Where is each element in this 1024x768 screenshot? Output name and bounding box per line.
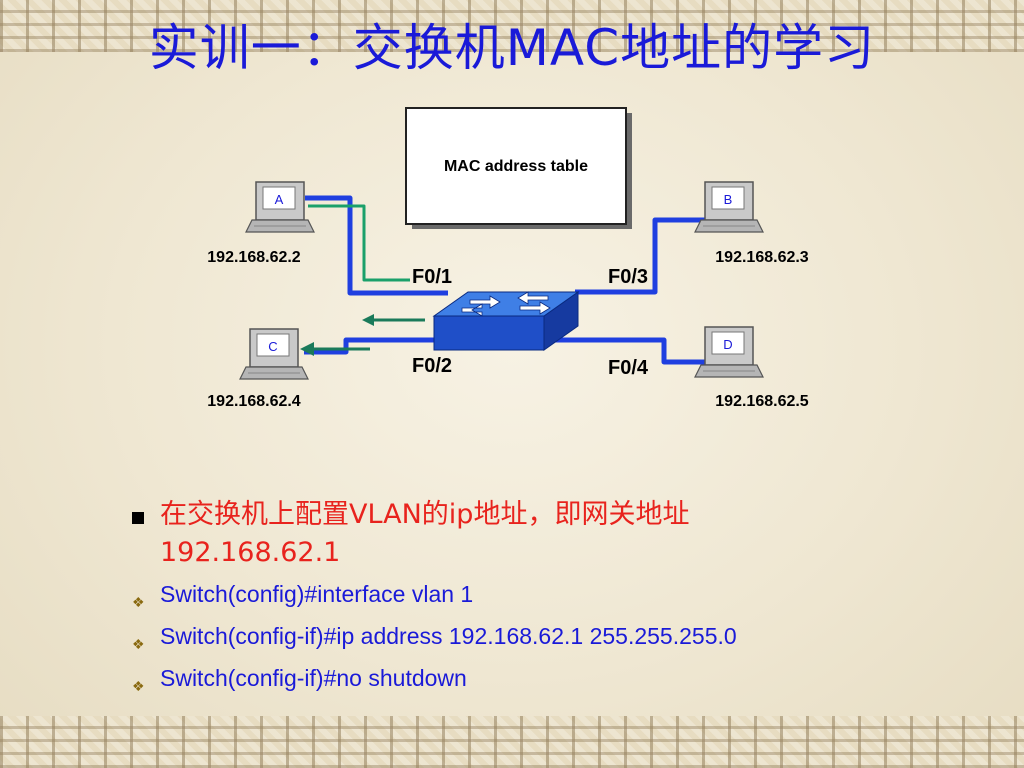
bullet-sub-3: ❖ Switch(config-if)#no shutdown [128, 658, 908, 698]
square-bullet-icon [132, 512, 144, 524]
link-d [546, 337, 705, 365]
switch-icon [432, 291, 580, 351]
link-b [575, 217, 705, 295]
port-f03-label: F0/3 [608, 266, 648, 288]
bullet-main: 在交换机上配置VLAN的ip地址，即网关地址 192.168.62.1 [128, 496, 908, 572]
diamond-bullet-icon: ❖ [132, 594, 145, 610]
host-d-ip: 192.168.62.5 [715, 393, 809, 410]
mac-table-box [405, 107, 627, 225]
bullet-sub-1: ❖ Switch(config)#interface vlan 1 [128, 574, 908, 614]
bullet-main-line1: 在交换机上配置VLAN的ip地址，即网关地址 [160, 499, 690, 530]
bullet-sub-2: ❖ Switch(config-if)#ip address 192.168.6… [128, 616, 908, 656]
slide-title: 实训一：交换机MAC地址的学习 [148, 19, 876, 77]
host-c-ip: 192.168.62.4 [207, 393, 301, 410]
link-c [304, 337, 440, 355]
link-a-highlight [308, 204, 410, 282]
bullet-sub-2-text: Switch(config-if)#ip address 192.168.62.… [160, 623, 737, 649]
host-b-label: B [724, 192, 733, 207]
bullet-sub-3-text: Switch(config-if)#no shutdown [160, 665, 467, 691]
bottom-decorative-border [0, 716, 1024, 768]
flow-arrow-2-head [300, 342, 314, 356]
host-a-icon [245, 181, 315, 233]
port-f04-label: F0/4 [608, 357, 649, 379]
host-b-icon [694, 181, 764, 233]
diamond-bullet-icon: ❖ [132, 636, 145, 652]
top-decorative-border [0, 0, 1024, 52]
host-d-label: D [723, 337, 732, 352]
mac-table-label: MAC address table [444, 158, 588, 175]
host-a-label: A [275, 192, 284, 207]
host-b-ip: 192.168.62.3 [715, 249, 809, 266]
host-c-label: C [268, 339, 277, 354]
port-f02-label: F0/2 [412, 355, 452, 377]
bullet-main-line2: 192.168.62.1 [160, 537, 341, 568]
bullet-list: 在交换机上配置VLAN的ip地址，即网关地址 192.168.62.1 ❖ Sw… [128, 496, 908, 698]
port-f01-label: F0/1 [412, 266, 452, 288]
host-a-ip: 192.168.62.2 [207, 249, 301, 266]
bullet-sub-1-text: Switch(config)#interface vlan 1 [160, 581, 474, 607]
host-d-icon [694, 326, 764, 378]
diamond-bullet-icon: ❖ [132, 678, 145, 694]
link-a [305, 195, 448, 296]
flow-arrow-1-head [362, 314, 374, 326]
host-c-icon [239, 328, 309, 380]
